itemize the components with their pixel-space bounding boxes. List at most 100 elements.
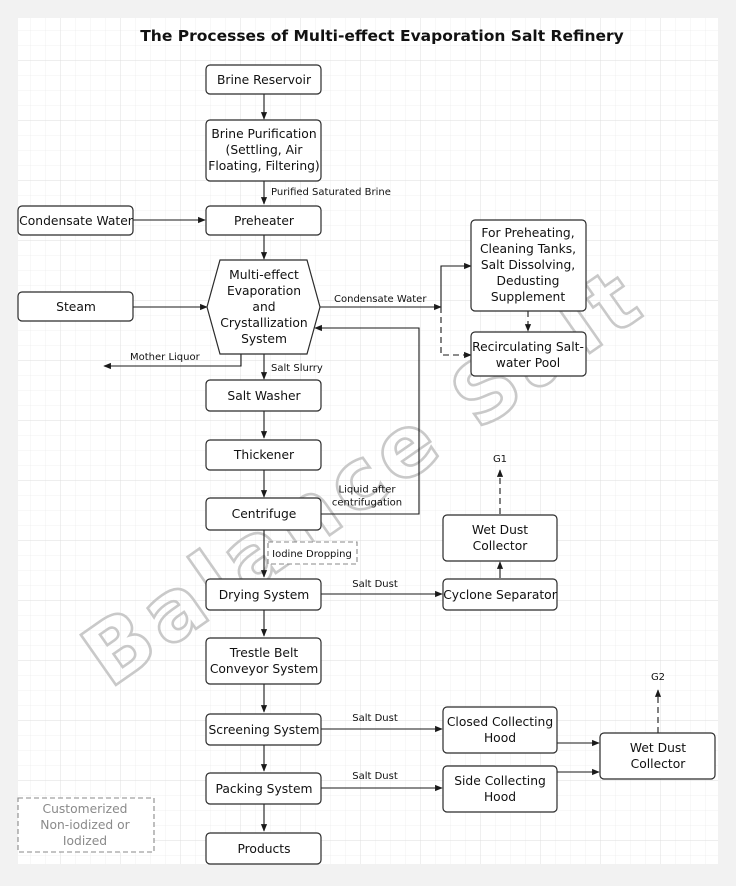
nodes [17,64,716,865]
label-wet-dust-collector-2-line-1: Wet Dust [630,741,686,755]
label-centrifuge-line-1: Centrifuge [232,507,297,521]
label-products: Products [237,842,290,856]
label-purified-brine-line-1: Purified Saturated Brine [271,187,391,198]
label-thickener-line-1: Thickener [233,448,295,462]
note-customerized-box [17,797,155,853]
node-screening-system-box [205,713,322,746]
node-evaporation-hexagon [206,259,321,355]
label-iodine-line-1: Iodine Dropping [272,549,352,560]
label-salt-washer: Salt Washer [227,389,301,403]
label-brine-reservoir: Brine Reservoir [217,73,312,87]
node-cyclone-separator-box [442,578,558,611]
node-drying-system-box [205,578,322,611]
label-side-hood-line-1: Side Collecting [454,774,546,788]
label-salt-dust-2-line-1: Salt Dust [352,713,398,724]
label-salt-dust-1-line-1: Salt Dust [352,579,398,590]
label-steam-line-1: Steam [56,300,96,314]
label-g2: G2 [651,672,665,683]
node-supplement-box [470,219,587,312]
label-salt-slurry-line-1: Salt Slurry [271,363,323,374]
label-salt-dust-3: Salt Dust [352,771,398,782]
node-steam-box [17,291,134,322]
edge-to-recirculating-pool [440,307,472,359]
label-condensate-water: Condensate Water [19,214,134,228]
label-centrifuge: Centrifuge [232,507,297,521]
label-iodine: Iodine Dropping [272,549,352,560]
label-preheater: Preheater [234,214,295,228]
label-recirculating-pool-line-1: Recirculating Salt- [472,340,584,354]
label-supplement-line-5: Supplement [491,290,566,304]
label-mother-liquor-line-1: Mother Liquor [130,352,201,363]
label-customerized-line-3: Iodized [63,834,107,848]
label-evaporation-line-5: System [241,332,287,346]
label-salt-dust-2: Salt Dust [352,713,398,724]
label-wet-dust-collector-2-line-2: Collector [631,757,687,771]
label-recirculating-pool: Recirculating Salt-water Pool [472,340,584,370]
grid-lines [18,18,718,864]
label-thickener: Thickener [233,448,295,462]
label-screening-system: Screening System [208,723,319,737]
node-trestle-conveyor-box [205,637,322,685]
label-brine-purification-line-2: (Settling, Air [226,143,304,157]
node-salt-washer-box [205,379,322,412]
label-trestle-conveyor-line-1: Trestle Belt [229,646,299,660]
node-preheater-box [205,205,322,236]
node-side-hood-box [442,765,558,813]
label-drying-system: Drying System [219,588,310,602]
label-salt-slurry: Salt Slurry [271,363,323,374]
label-cyclone-separator-line-1: Cyclone Separator [443,588,557,602]
label-drying-system-line-1: Drying System [219,588,310,602]
node-brine-reservoir-box [205,64,322,95]
node-packing-system-box [205,772,322,805]
node-recirculating-pool-box [470,331,587,377]
edge-to-supplement [440,262,472,307]
node-brine-purification-box [205,119,322,182]
node-products-box [205,832,322,865]
label-packing-system-line-1: Packing System [215,782,312,796]
label-salt-washer-line-1: Salt Washer [227,389,301,403]
label-products-line-1: Products [237,842,290,856]
label-evaporation-line-4: Crystallization [220,316,307,330]
label-condensate-water-line-1: Condensate Water [19,214,134,228]
label-purified-brine: Purified Saturated Brine [271,187,391,198]
label-salt-dust-3-line-1: Salt Dust [352,771,398,782]
label-brine-purification-line-1: Brine Purification [211,127,316,141]
label-closed-hood-line-1: Closed Collecting [447,715,553,729]
edge-liquid-recycle [314,324,420,515]
label-brine-reservoir-line-1: Brine Reservoir [217,73,312,87]
label-preheater-line-1: Preheater [234,214,295,228]
label-brine-purification-line-3: Floating, Filtering) [208,159,319,173]
label-customerized-line-1: Customerized [43,802,128,816]
node-thickener-box [205,439,322,471]
label-evaporation-line-1: Multi-effect [229,268,299,282]
label-wet-dust-collector-1-line-1: Wet Dust [472,523,528,537]
label-condensate-out-line-1: Condensate Water [334,294,427,305]
node-wet-dust-collector-2-box [599,732,716,780]
label-trestle-conveyor-line-2: Conveyor System [210,662,318,676]
node-wet-dust-collector-1-box [442,514,558,562]
label-closed-hood-line-2: Hood [484,731,516,745]
label-g1-line-1: G1 [493,454,507,465]
edges [103,94,662,832]
label-supplement: For Preheating,Cleaning Tanks,Salt Disso… [480,226,576,304]
note-iodine-box [267,541,358,565]
label-cyclone-separator: Cyclone Separator [443,588,557,602]
node-condensate-water-box [17,205,134,236]
label-supplement-line-3: Salt Dissolving, [481,258,575,272]
label-steam: Steam [56,300,96,314]
label-packing-system: Packing System [215,782,312,796]
node-closed-hood-box [442,706,558,754]
edge-mother-liquor [103,354,242,370]
